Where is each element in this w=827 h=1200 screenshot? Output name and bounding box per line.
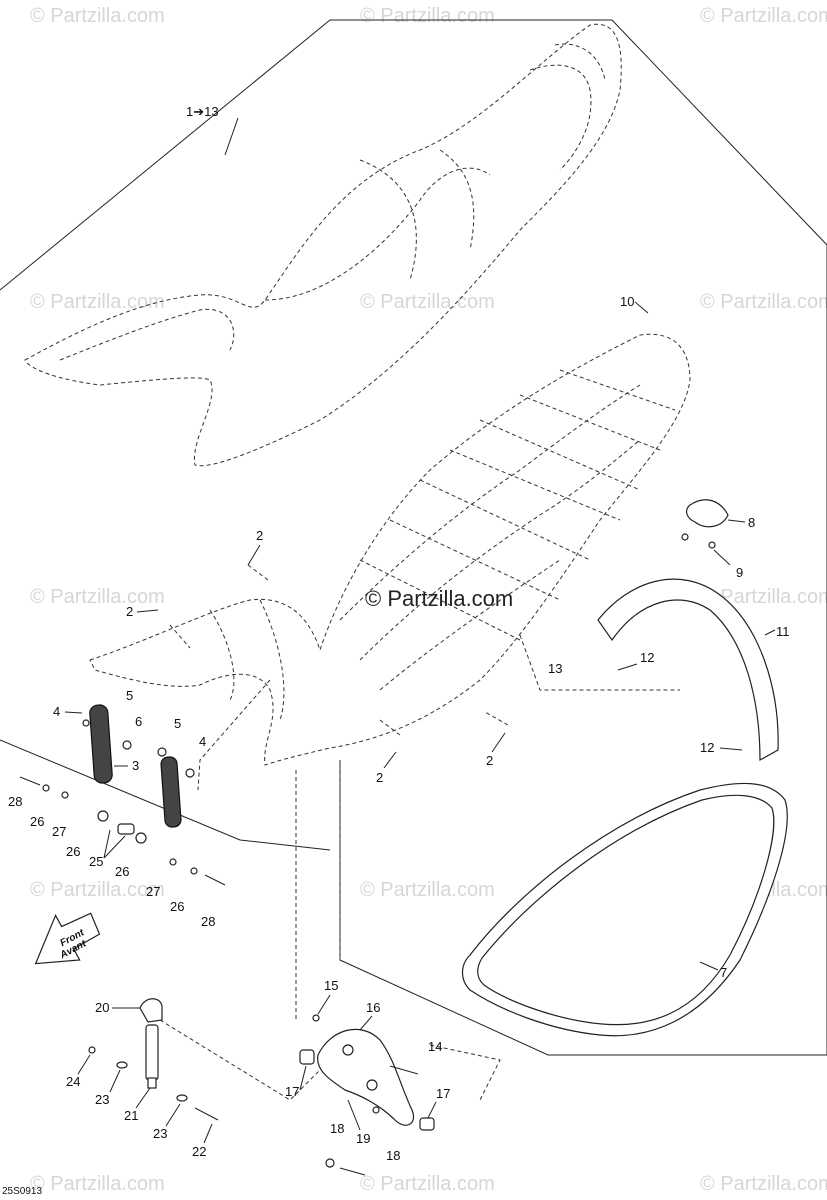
watermark: © Partzilla.com <box>700 1173 827 1195</box>
callout-label: 15 <box>324 978 338 993</box>
callout-label: 28 <box>201 914 215 929</box>
watermark-layer: © Partzilla.com © Partzilla.com © Partzi… <box>30 5 827 1195</box>
front-arrow: Front Avant <box>34 912 101 965</box>
callout-label: 26 <box>170 899 184 914</box>
watermark: © Partzilla.com <box>360 5 495 27</box>
watermark: © Partzilla.com <box>700 586 827 608</box>
callout-label: 9 <box>736 565 743 580</box>
callout-label: 2 <box>486 753 493 768</box>
callout-label: 2 <box>376 770 383 785</box>
callout-label: 26 <box>66 844 80 859</box>
watermark: © Partzilla.com <box>360 1173 495 1195</box>
callout-label: 4 <box>199 734 206 749</box>
trim-strip <box>597 578 779 762</box>
seat-cover <box>24 23 622 467</box>
callout-label: 18 <box>386 1148 400 1163</box>
callout-layer: 1➔13 10 8 9 11 2 2 2 2 13 12 12 4 5 6 5 … <box>8 104 790 1163</box>
callout-label: 8 <box>748 515 755 530</box>
callout-label: 26 <box>115 864 129 879</box>
callout-label: 12 <box>700 740 714 755</box>
callout-label: 18 <box>330 1121 344 1136</box>
callout-label: 2 <box>256 528 263 543</box>
callout-label: 3 <box>132 758 139 773</box>
callout-label: 26 <box>30 814 44 829</box>
callout-label: 23 <box>153 1126 167 1141</box>
callout-label: 5 <box>174 716 181 731</box>
watermark: © Partzilla.com <box>700 291 827 313</box>
center-watermark: © Partzilla.com <box>365 586 513 611</box>
watermark: © Partzilla.com <box>30 5 165 27</box>
callout-label: 20 <box>95 1000 109 1015</box>
callout-label: 13 <box>548 661 562 676</box>
callout-label: 24 <box>66 1074 80 1089</box>
callout-label: 2 <box>126 604 133 619</box>
watermark: © Partzilla.com <box>30 879 165 901</box>
callout-label: 16 <box>366 1000 380 1015</box>
seal-gasket <box>461 782 788 1037</box>
watermark: © Partzilla.com <box>30 1173 165 1195</box>
diagram-id: 25S0913 <box>2 1186 42 1197</box>
callout-label: 7 <box>720 965 727 980</box>
hinge-bracket <box>299 1014 435 1176</box>
callout-label: 11 <box>776 624 790 639</box>
watermark: © Partzilla.com <box>360 879 495 901</box>
rear-bracket <box>681 499 746 566</box>
callout-label: 23 <box>95 1092 109 1107</box>
watermark: © Partzilla.com <box>30 291 165 313</box>
callout-label: 14 <box>428 1039 442 1054</box>
callout-label: 12 <box>640 650 654 665</box>
watermark: © Partzilla.com <box>30 586 165 608</box>
callout-label: 28 <box>8 794 22 809</box>
watermark: © Partzilla.com <box>700 5 827 27</box>
callout-label: 21 <box>124 1108 138 1123</box>
leader-lines <box>159 564 680 1101</box>
link-assembly <box>19 704 226 886</box>
callout-label: 17 <box>285 1084 299 1099</box>
callout-label: 4 <box>53 704 60 719</box>
callout-label: 17 <box>436 1086 450 1101</box>
seat-base <box>89 333 691 766</box>
callout-label: 27 <box>146 884 160 899</box>
callout-label: 19 <box>356 1131 370 1146</box>
callout-label: 22 <box>192 1144 206 1159</box>
callout-label: 6 <box>135 714 142 729</box>
callout-label: 5 <box>126 688 133 703</box>
damper-assembly <box>88 998 219 1121</box>
callout-label: 25 <box>89 854 103 869</box>
callout-label: 27 <box>52 824 66 839</box>
callout-label: 1➔13 <box>186 104 219 119</box>
callout-label: 10 <box>620 294 634 309</box>
watermark: © Partzilla.com <box>360 291 495 313</box>
